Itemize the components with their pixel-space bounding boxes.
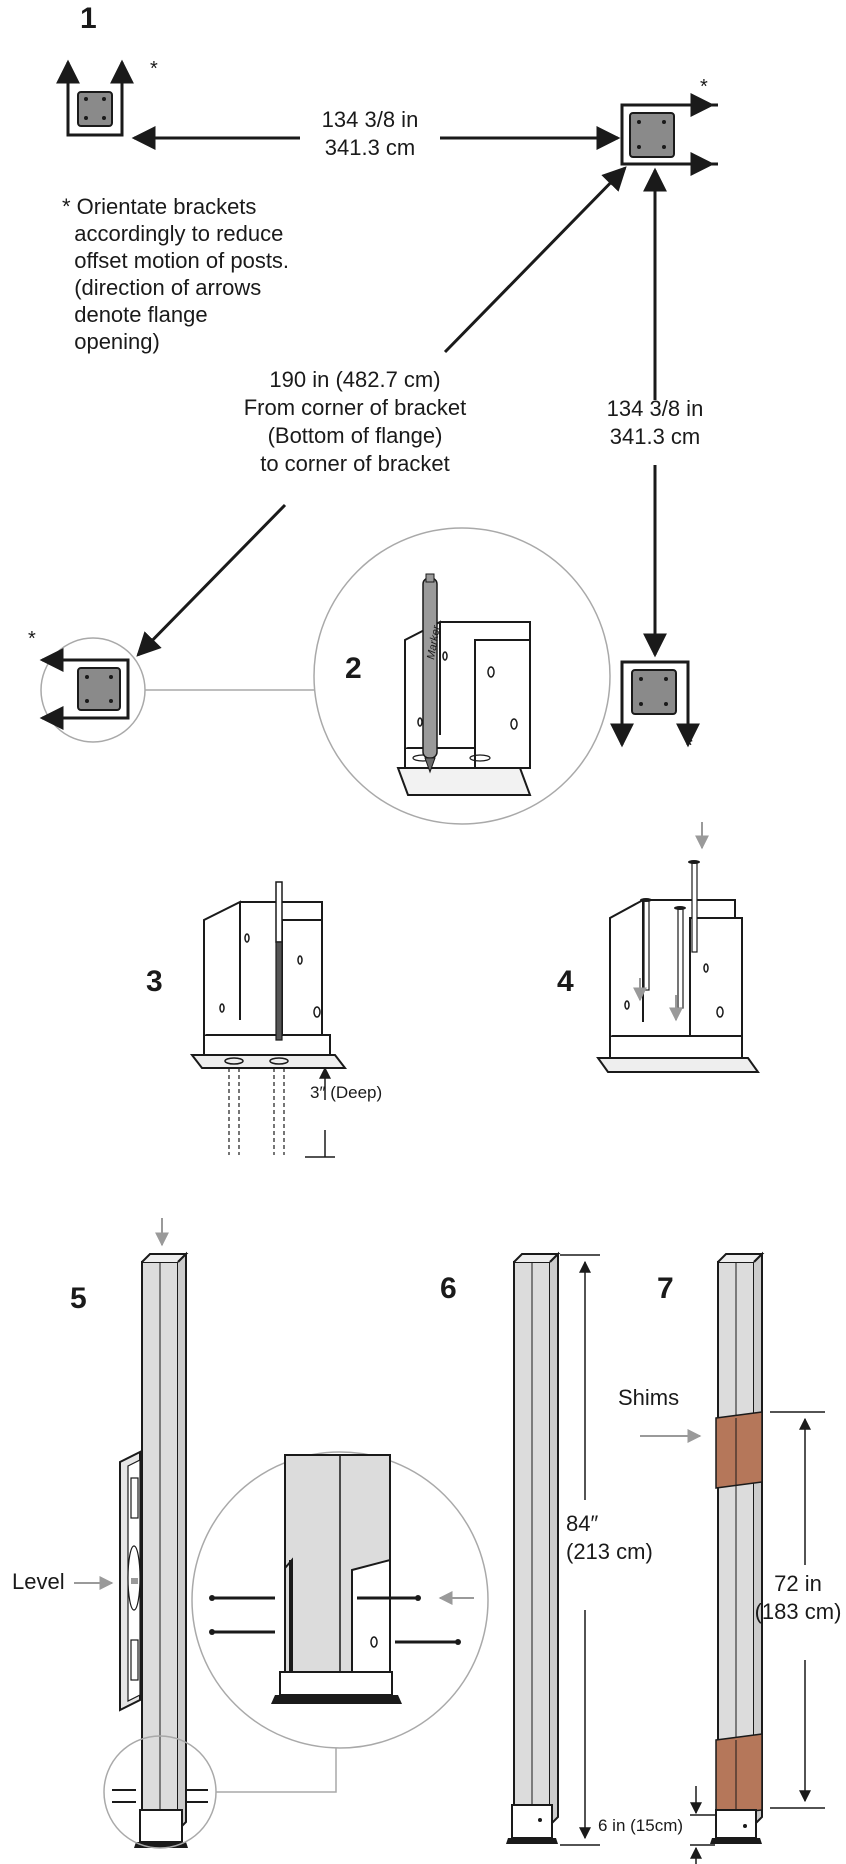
screws-detail: [209, 1595, 461, 1645]
step2-mark-holes: Marker: [313, 527, 611, 825]
diagonal-line-2: From corner of bracket: [243, 395, 467, 420]
step3-drill: [189, 881, 348, 1158]
bracket-top-left: [56, 59, 134, 137]
level-tool: [119, 1450, 141, 1712]
step5-post-level: [74, 1218, 489, 1849]
right-distance-label: 134 3/8 in 341.3 cm: [575, 395, 735, 451]
step-number-7: 7: [657, 1272, 674, 1305]
step-number-4: 4: [557, 965, 574, 998]
zoom-circle-detail: [191, 1451, 489, 1749]
step4-insert-pins: [596, 822, 760, 1073]
spacing-cm: (183 cm): [754, 1599, 842, 1624]
step-number-2: 2: [345, 652, 362, 685]
bracket-bottom-left: [39, 637, 318, 743]
top-distance-in: 134 3/8 in: [321, 107, 419, 132]
diagonal-line-1: 190 in (482.7 cm): [269, 367, 441, 392]
right-distance-in: 134 3/8 in: [606, 396, 704, 421]
step-number-1: 1: [80, 2, 97, 35]
diagonal-line-4: to corner of bracket: [260, 451, 450, 476]
asterisk-bottom-left: *: [28, 628, 36, 650]
height-label: 84″ (213 cm): [566, 1510, 653, 1566]
diagonal-distance-label: 190 in (482.7 cm) From corner of bracket…: [205, 366, 505, 478]
step6-post-height: [506, 1251, 600, 1846]
step-number-6: 6: [440, 1272, 457, 1305]
screws-small: [112, 1789, 208, 1803]
shims-label: Shims: [618, 1385, 680, 1410]
spacing-label: 72 in (183 cm): [750, 1570, 846, 1626]
step1-layout: [39, 59, 718, 748]
level-label: Level: [12, 1569, 65, 1594]
step-number-5: 5: [70, 1282, 87, 1315]
height-in: 84″: [566, 1511, 599, 1536]
top-distance-label: 134 3/8 in 341.3 cm: [290, 106, 450, 162]
top-distance-cm: 341.3 cm: [324, 135, 416, 160]
bottom-offset-label: 6 in (15cm): [598, 1816, 684, 1836]
asterisk-top-left: *: [150, 58, 158, 80]
height-cm: (213 cm): [566, 1539, 653, 1564]
step7-shims: [640, 1251, 825, 1864]
drill-bit: [275, 881, 283, 1041]
bracket-bottom-right: [610, 660, 700, 748]
asterisk-top-right: *: [700, 76, 708, 98]
step-number-3: 3: [146, 965, 163, 998]
asterisk-bottom-right: *: [685, 735, 693, 757]
right-distance-cm: 341.3 cm: [609, 424, 701, 449]
bracket-top-right: [620, 93, 718, 176]
spacing-in: 72 in: [774, 1571, 822, 1596]
dimension-diagonal: [136, 166, 627, 657]
shim-top: [715, 1411, 763, 1489]
depth-label: 3″ (Deep): [310, 1083, 383, 1102]
diagonal-line-3: (Bottom of flange): [267, 423, 443, 448]
orientation-note: * Orientate brackets accordingly to redu…: [62, 194, 290, 354]
shim-bottom: [715, 1733, 763, 1816]
